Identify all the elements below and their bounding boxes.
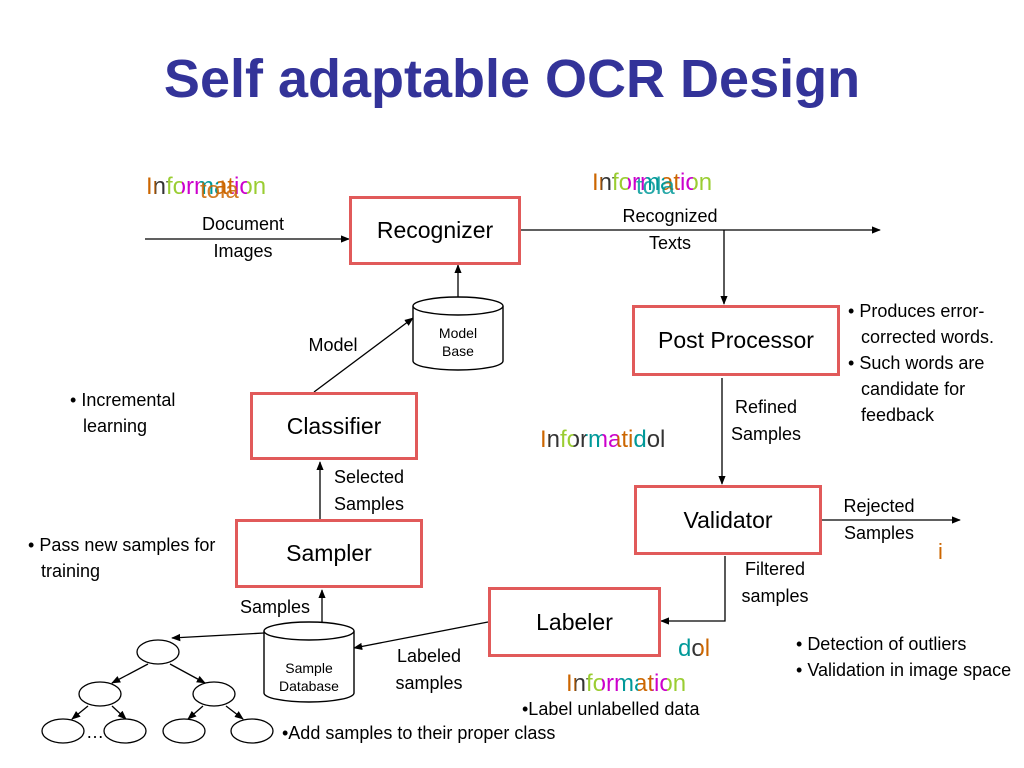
note-item: Pass new samples for training xyxy=(28,532,233,584)
sample-tree xyxy=(41,639,274,744)
validator-box: Validator xyxy=(634,485,822,555)
tree-node xyxy=(192,681,236,707)
info-text: Information xyxy=(146,173,267,200)
info-decoration-1: Information xyxy=(146,172,266,202)
info-decoration-2: Information xyxy=(592,168,712,198)
info-text: Information xyxy=(592,169,713,196)
arrow-classifier-to-model-base xyxy=(313,317,414,393)
info-text: Informatidol xyxy=(540,426,666,453)
sample-database-cylinder xyxy=(263,621,355,703)
database-note: •Add samples to their proper class xyxy=(282,723,556,743)
info-text: dol xyxy=(678,635,711,662)
note-item: Such words are candidate for feedback xyxy=(848,350,1024,428)
samples-label: Samples xyxy=(239,597,311,617)
info-decoration-3: Informatidol xyxy=(540,425,665,455)
note-item: Detection of outliers xyxy=(796,631,1020,657)
info-text: Information xyxy=(566,670,687,697)
classifier-notes: Incremental learning xyxy=(70,387,220,439)
labeler-box: Labeler xyxy=(488,587,661,657)
tree-node xyxy=(162,718,206,744)
classifier-box: Classifier xyxy=(250,392,418,460)
sampler-box: Sampler xyxy=(235,519,423,588)
tree-node xyxy=(103,718,147,744)
document-images-label: Document Images xyxy=(201,214,285,261)
stray-i-decoration: i xyxy=(938,539,943,564)
page-title: Self adaptable OCR Design xyxy=(163,49,861,109)
info-overlay-1: tola xyxy=(200,177,239,204)
tree-node xyxy=(136,639,180,665)
recognizer-box: Recognizer xyxy=(349,196,521,265)
model-base-cylinder xyxy=(412,296,504,371)
selected-samples-label: Selected Samples xyxy=(333,467,405,514)
tree-ellipsis: … xyxy=(86,722,104,742)
recognized-texts-label: Recognized Texts xyxy=(622,206,718,253)
model-base-label: Model Base xyxy=(438,325,478,359)
note-item: Produces error-corrected words. xyxy=(848,298,1024,350)
tree-node xyxy=(78,681,122,707)
sample-database-label: Sample Database xyxy=(279,660,339,694)
rejected-samples-label: Rejected Samples xyxy=(843,496,915,543)
validator-notes: Detection of outliers Validation in imag… xyxy=(796,631,1020,683)
labeled-samples-label: Labeled samples xyxy=(395,646,463,693)
info-decoration-4: Information xyxy=(566,669,686,699)
arrow-sample-db-to-tree xyxy=(171,632,265,642)
model-label: Model xyxy=(308,335,358,355)
refined-samples-label: Refined Samples xyxy=(730,397,802,444)
labeler-note: •Label unlabelled data xyxy=(522,699,700,719)
post-processor-box: Post Processor xyxy=(632,305,840,376)
post-processor-notes: Produces error-corrected words. Such wor… xyxy=(848,298,1024,428)
sampler-notes: Pass new samples for training xyxy=(28,532,233,584)
info-decoration-4-top: dol xyxy=(678,634,710,664)
filtered-samples-label: Filtered samples xyxy=(741,559,809,606)
arrow-validator-to-labeler xyxy=(660,556,726,625)
arrow-labeler-to-sample-db xyxy=(353,621,489,651)
note-item: Validation in image space xyxy=(796,657,1020,683)
tree-node xyxy=(230,718,274,744)
tree-node xyxy=(41,718,85,744)
note-item: Incremental learning xyxy=(70,387,220,439)
info-overlay-2: tola xyxy=(636,173,675,200)
